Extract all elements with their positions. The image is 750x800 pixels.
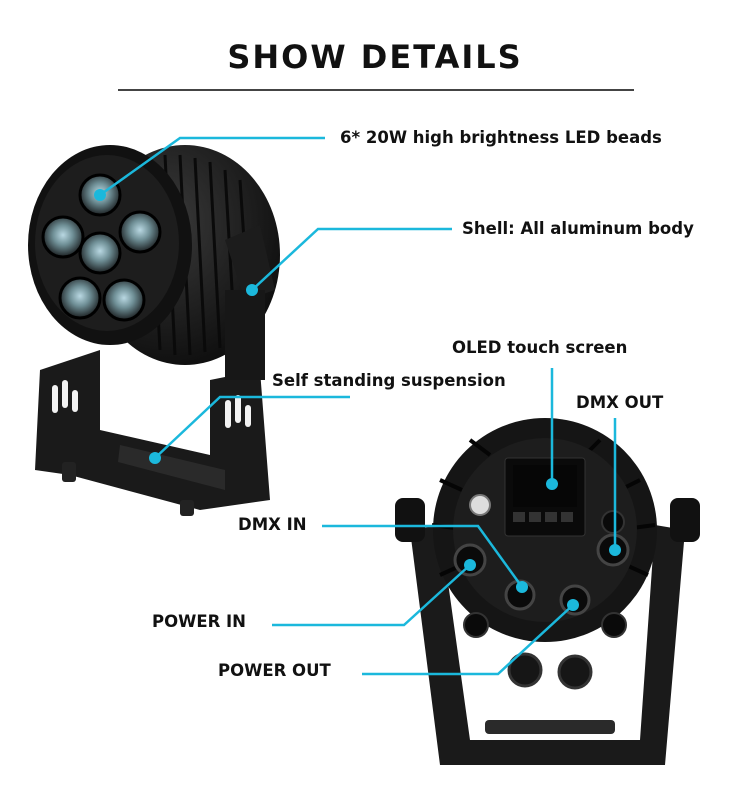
title-underline	[118, 89, 634, 91]
page-title: SHOW DETAILS	[227, 38, 523, 76]
led-beads	[41, 173, 162, 322]
callout-lines	[99, 136, 617, 676]
label-dmx-out: DMX OUT	[576, 393, 664, 412]
callout-dots	[94, 189, 621, 611]
label-led-beads: 6* 20W high brightness LED beads	[340, 128, 662, 147]
label-power-in: POWER IN	[152, 612, 246, 631]
label-suspension: Self standing suspension	[272, 371, 506, 390]
label-oled-screen: OLED touch screen	[452, 338, 628, 357]
label-power-out: POWER OUT	[218, 661, 331, 680]
back-fixture	[395, 418, 700, 765]
label-dmx-in: DMX IN	[238, 515, 307, 534]
label-shell: Shell: All aluminum body	[462, 219, 694, 238]
